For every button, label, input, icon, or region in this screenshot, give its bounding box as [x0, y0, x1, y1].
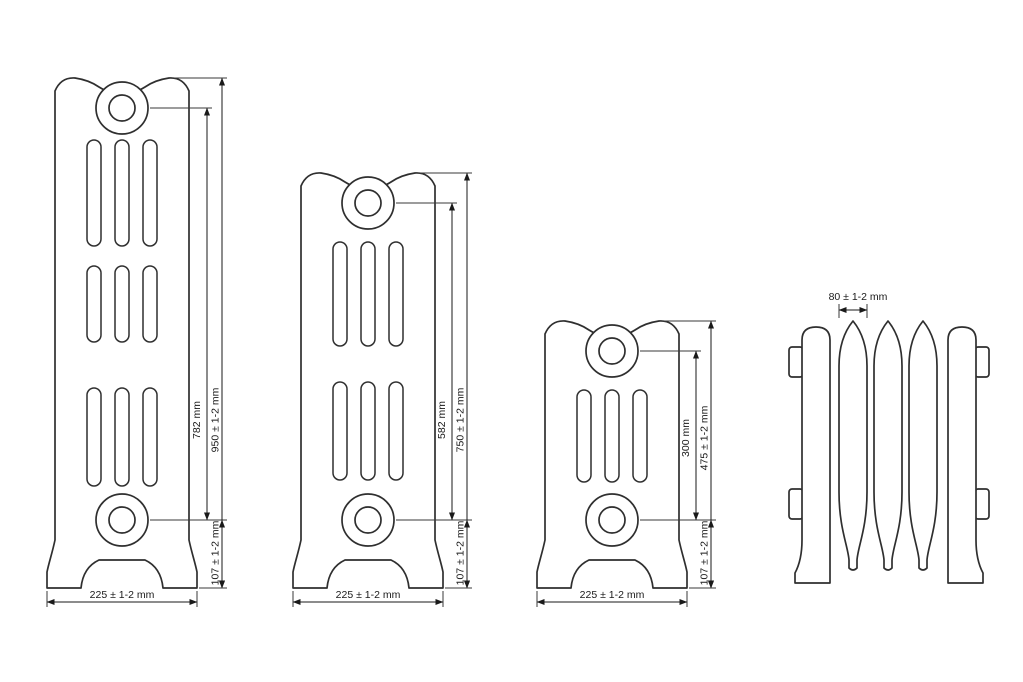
- water-slot: [86, 387, 102, 487]
- dimensions-radiator-950: 782 mm 950 ± 1-2 mm 107 ± 1-2 mm 225 ± 1…: [46, 77, 227, 607]
- water-slot: [576, 389, 592, 483]
- top-bushing-inner: [108, 94, 136, 122]
- bottom-bushing-inner: [354, 506, 382, 534]
- dimensions-radiator-750: 582 mm 750 ± 1-2 mm 107 ± 1-2 mm 225 ± 1…: [292, 172, 472, 607]
- dimensions-side-view: 80 ± 1-2 mm: [829, 291, 888, 318]
- side-section-inner-1: [838, 320, 868, 571]
- dimension-label-axis-spacing: 782 mm: [191, 401, 203, 439]
- pipe-boss-bottom-right: [974, 488, 990, 520]
- water-slot: [632, 389, 648, 483]
- pipe-boss-top-left: [788, 346, 804, 378]
- water-slot: [114, 139, 130, 247]
- dimension-label-axis-spacing: 300 mm: [680, 419, 692, 457]
- pipe-boss-top-right: [974, 346, 990, 378]
- water-slot: [360, 241, 376, 347]
- water-slot: [142, 265, 158, 343]
- side-section-inner-2: [873, 320, 903, 571]
- water-slot: [360, 381, 376, 481]
- water-slot: [114, 265, 130, 343]
- radiator-side-view: 80 ± 1-2 mm: [788, 291, 990, 584]
- dimension-label-total-height: 750 ± 1-2 mm: [455, 387, 467, 452]
- side-section-outer-left: [794, 326, 831, 584]
- dimension-label-floor-to-axis: 107 ± 1-2 mm: [210, 520, 222, 585]
- water-slot: [604, 389, 620, 483]
- radiator-475-front-view: 300 mm 475 ± 1-2 mm 107 ± 1-2 mm 225 ± 1…: [536, 320, 716, 607]
- water-slot: [86, 265, 102, 343]
- bottom-bushing-inner: [598, 506, 626, 534]
- water-slot: [114, 387, 130, 487]
- water-slot: [332, 241, 348, 347]
- dimension-label-axis-spacing: 582 mm: [436, 401, 448, 439]
- dimension-label-floor-to-axis: 107 ± 1-2 mm: [455, 520, 467, 585]
- dimension-label-total-height: 475 ± 1-2 mm: [699, 405, 711, 470]
- dimension-label-floor-to-axis: 107 ± 1-2 mm: [699, 520, 711, 585]
- bottom-bushing-inner: [108, 506, 136, 534]
- top-bushing-inner: [354, 189, 382, 217]
- water-slot: [332, 381, 348, 481]
- dimensions-radiator-475: 300 mm 475 ± 1-2 mm 107 ± 1-2 mm 225 ± 1…: [536, 320, 716, 607]
- water-slot: [142, 387, 158, 487]
- pipe-boss-bottom-left: [788, 488, 804, 520]
- radiator-950-front-view: 782 mm 950 ± 1-2 mm 107 ± 1-2 mm 225 ± 1…: [46, 77, 227, 607]
- side-section-outer-right: [947, 326, 984, 584]
- radiator-body-outline: [292, 172, 444, 589]
- water-slot: [86, 139, 102, 247]
- top-bushing-inner: [598, 337, 626, 365]
- dimension-label-section-width: 80 ± 1-2 mm: [829, 291, 888, 303]
- dimension-label-width: 225 ± 1-2 mm: [336, 589, 401, 601]
- water-slot: [388, 241, 404, 347]
- dimension-label-width: 225 ± 1-2 mm: [90, 589, 155, 601]
- water-slot: [142, 139, 158, 247]
- water-slot: [388, 381, 404, 481]
- radiator-750-front-view: 582 mm 750 ± 1-2 mm 107 ± 1-2 mm 225 ± 1…: [292, 172, 472, 607]
- dimension-label-total-height: 950 ± 1-2 mm: [210, 387, 222, 452]
- dimension-label-width: 225 ± 1-2 mm: [580, 589, 645, 601]
- side-section-inner-3: [908, 320, 938, 571]
